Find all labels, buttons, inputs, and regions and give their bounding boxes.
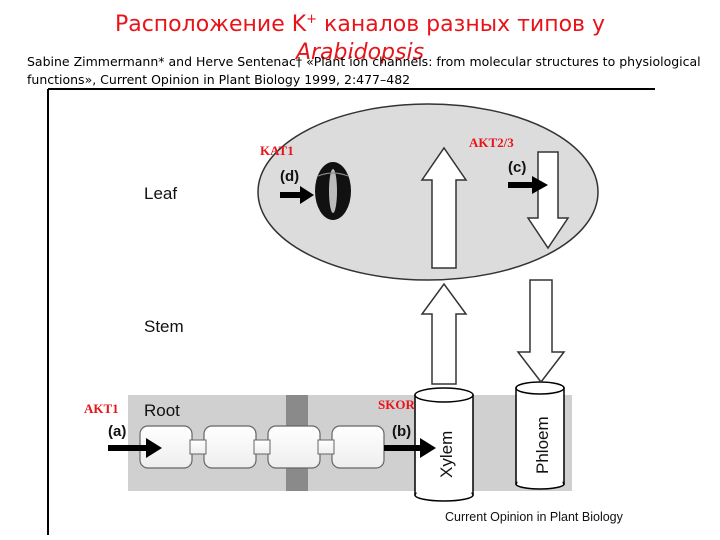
root-cell-chain [139, 425, 385, 469]
root-cell [267, 425, 321, 469]
xylem-upward-arrow [420, 282, 468, 385]
plasmodesma [189, 439, 207, 455]
slide-title: Расположение K+ каналов разных типов у A… [0, 6, 720, 67]
arrow-b [384, 438, 436, 458]
phloem-label: Phloem [533, 416, 552, 474]
title-species: Arabidopsis [295, 40, 425, 65]
sublabel-c: (c) [508, 159, 526, 176]
citation: Sabine Zimmermann* and Herve Sentenac† «… [27, 54, 701, 87]
channel-label-akt23: AKT2/3 [469, 135, 514, 150]
stem-label: Stem [144, 317, 184, 336]
channel-label-skor: SKOR [378, 397, 415, 412]
root-cell [203, 425, 257, 469]
sublabel-a: (a) [108, 423, 126, 440]
leaf-label: Leaf [144, 184, 177, 203]
source-credit: Current Opinion in Plant Biology [445, 510, 624, 524]
arrow-d [280, 186, 314, 204]
arrow-a [108, 438, 162, 458]
title-superscript: + [306, 12, 318, 27]
plasmodesma [317, 439, 335, 455]
title-text-middle: каналов разных типов у [317, 12, 606, 37]
phloem-downward-arrow [516, 279, 566, 384]
root-label: Root [144, 401, 180, 420]
root-cell [331, 425, 385, 469]
title-text: Расположение K [114, 12, 307, 37]
sublabel-d: (d) [280, 168, 299, 185]
plasmodesma [253, 439, 271, 455]
channel-label-akt1: AKT1 [84, 401, 119, 416]
guard-cells [315, 162, 351, 220]
leaf-downward-arrow [526, 151, 570, 250]
xylem-label: Xylem [437, 431, 456, 478]
arrow-c [508, 176, 548, 194]
phloem-cylinder [515, 381, 565, 490]
sublabel-b: (b) [392, 423, 411, 440]
leaf-upward-arrow [420, 146, 468, 269]
leaf-ellipse [257, 103, 599, 281]
xylem-cylinder [414, 387, 474, 502]
channel-label-kat1: KAT1 [260, 143, 294, 158]
